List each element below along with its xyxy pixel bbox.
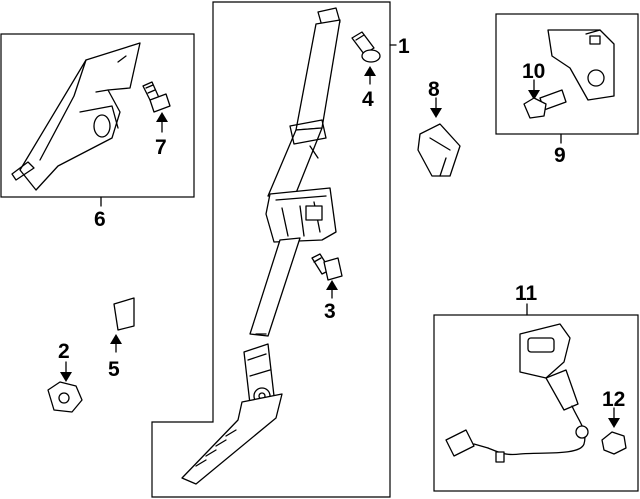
- arrow-part-3: [326, 280, 338, 290]
- arrow-part-10: [528, 90, 540, 100]
- bolt-part-10: [523, 89, 567, 119]
- arrow-part-5: [110, 334, 122, 344]
- label-part-2: 2: [58, 340, 70, 363]
- label-part-7: 7: [155, 136, 167, 159]
- seat-belt-assembly-part-1: [181, 7, 341, 485]
- label-part-9: 9: [554, 144, 566, 167]
- frame-part-6: [0, 33, 195, 198]
- label-part-1: 1: [398, 35, 410, 58]
- arrow-part-2: [60, 372, 72, 382]
- clip-part-5: [113, 297, 135, 331]
- buckle-part-11: [445, 323, 589, 463]
- arrow-part-8: [430, 108, 442, 118]
- frame-part-9: [495, 13, 639, 135]
- label-part-11: 11: [515, 282, 538, 305]
- label-part-3: 3: [324, 300, 336, 323]
- label-part-6: 6: [94, 208, 106, 231]
- guide-part-8: [417, 123, 461, 177]
- label-part-8: 8: [428, 78, 440, 101]
- frame-part-11: [433, 314, 639, 492]
- arrow-part-7: [156, 112, 168, 122]
- pin-part-4: [351, 31, 381, 63]
- label-part-5: 5: [108, 358, 120, 381]
- bolt-part-7: [142, 81, 171, 113]
- bolt-part-12: [601, 431, 627, 455]
- bracket-part-9: [547, 29, 615, 101]
- label-part-4: 4: [362, 88, 374, 111]
- frame-part-1: [151, 1, 391, 498]
- pillar-trim-part-6: [11, 42, 141, 191]
- bolt-part-3: [311, 253, 343, 281]
- arrow-part-12: [608, 418, 620, 428]
- arrow-part-4: [364, 66, 376, 76]
- label-part-10: 10: [522, 60, 545, 83]
- label-part-12: 12: [602, 388, 625, 411]
- nut-part-2: [47, 381, 83, 413]
